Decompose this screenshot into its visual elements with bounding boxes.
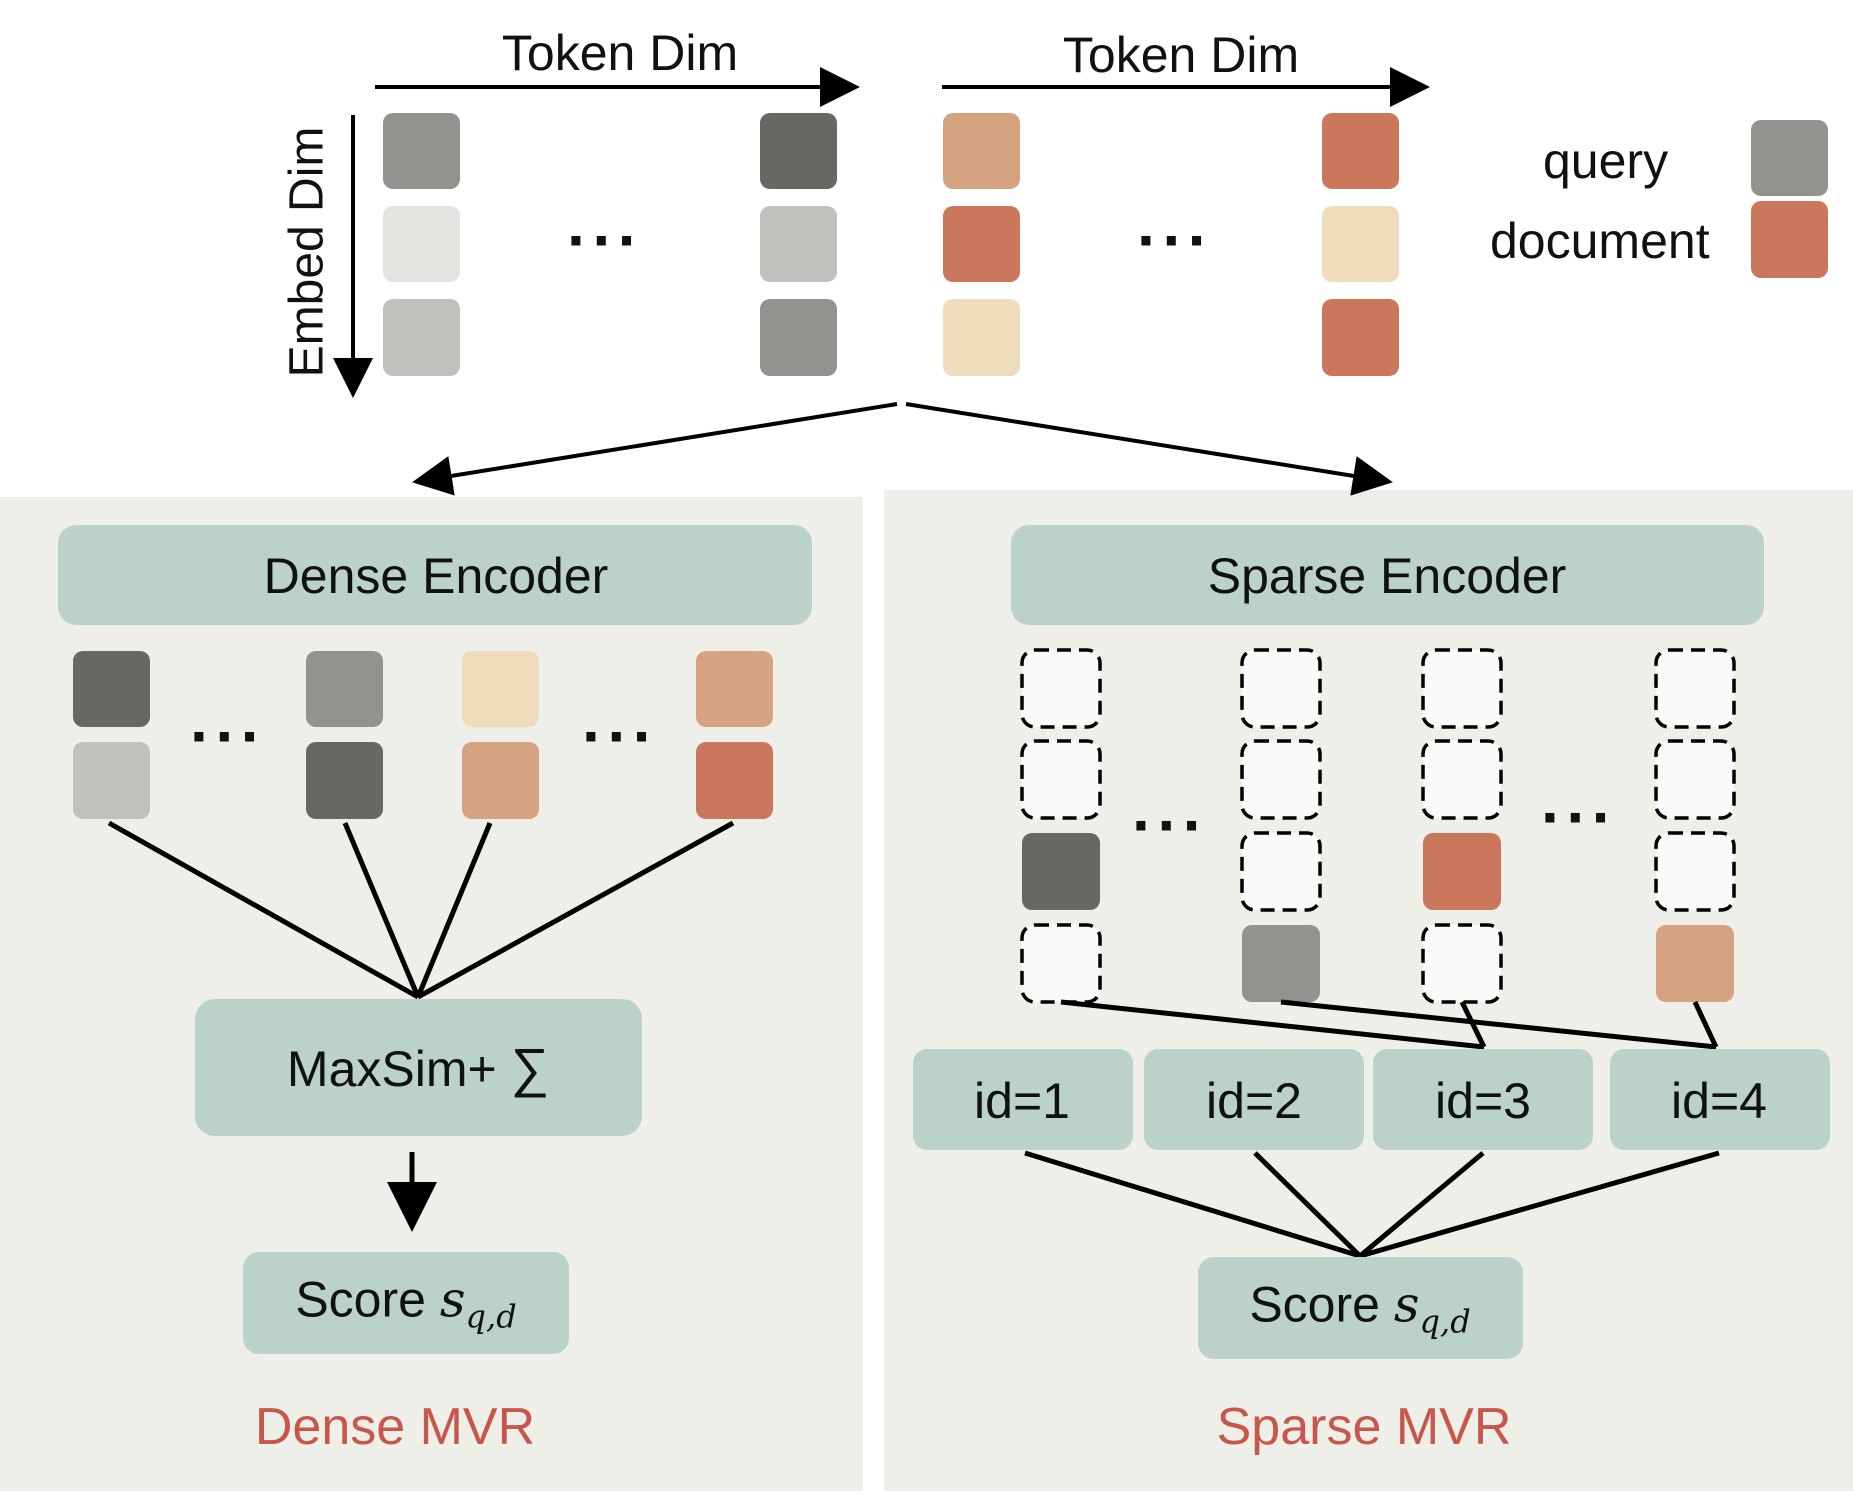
sparse-score-box	[1198, 1257, 1523, 1359]
dense-token-cell	[73, 742, 150, 819]
document-cell	[943, 299, 1020, 376]
id-box-1	[913, 1049, 1133, 1150]
sparse-empty-slot	[1240, 739, 1322, 820]
query-cell	[760, 113, 837, 189]
split-arrow-dense	[412, 402, 898, 496]
query-token-matrix	[383, 113, 837, 376]
dense-encoder-box	[58, 525, 812, 625]
sparse-empty-slot	[1421, 739, 1503, 820]
dense-token-cell	[306, 651, 383, 727]
split-arrow-sparse	[905, 402, 1393, 496]
query-cell	[383, 113, 460, 189]
dense-token-cell	[462, 742, 539, 819]
document-cell	[943, 206, 1020, 282]
dense-token-cell	[696, 742, 773, 819]
dense-connectors	[107, 820, 735, 1000]
id-box-2	[1144, 1049, 1364, 1150]
maxsim-box	[195, 999, 642, 1136]
dense-token-cell	[73, 651, 150, 727]
query-cell	[383, 299, 460, 376]
dense-token-cell	[462, 651, 539, 727]
sparse-score-connectors	[1024, 1150, 1720, 1259]
document-cell	[1322, 113, 1399, 189]
id-box-4	[1610, 1049, 1830, 1150]
id-box-3	[1373, 1049, 1593, 1150]
legend-document-swatch	[1751, 201, 1828, 278]
document-cell	[943, 113, 1020, 189]
dense-output-tokens	[73, 651, 773, 819]
query-cell	[383, 206, 460, 282]
legend-query-swatch	[1751, 120, 1828, 196]
sparse-query-activation	[1242, 925, 1320, 1002]
sparse-column-connectors	[1060, 999, 1719, 1050]
sparse-encoder-box	[1011, 525, 1764, 625]
document-token-matrix	[943, 113, 1399, 376]
sparse-document-activation	[1656, 925, 1734, 1002]
dense-score-box	[243, 1252, 569, 1354]
query-cell	[760, 299, 837, 376]
sparse-empty-slot	[1654, 831, 1736, 912]
sparse-empty-slot	[1020, 648, 1102, 729]
sparse-query-activation	[1022, 833, 1100, 910]
sparse-empty-slot	[1421, 923, 1503, 1004]
sparse-empty-slot	[1654, 739, 1736, 820]
sparse-empty-slot	[1654, 648, 1736, 729]
dense-token-cell	[306, 742, 383, 819]
document-cell	[1322, 299, 1399, 376]
sparse-empty-slot	[1240, 831, 1322, 912]
dense-token-cell	[696, 651, 773, 727]
sparse-empty-slot	[1421, 648, 1503, 729]
sparse-vocab-columns	[1020, 648, 1736, 1004]
sparse-empty-slot	[1020, 739, 1102, 820]
sparse-empty-slot	[1020, 923, 1102, 1004]
sparse-empty-slot	[1240, 648, 1322, 729]
document-cell	[1322, 206, 1399, 282]
query-cell	[760, 206, 837, 282]
sparse-document-activation	[1423, 833, 1501, 910]
